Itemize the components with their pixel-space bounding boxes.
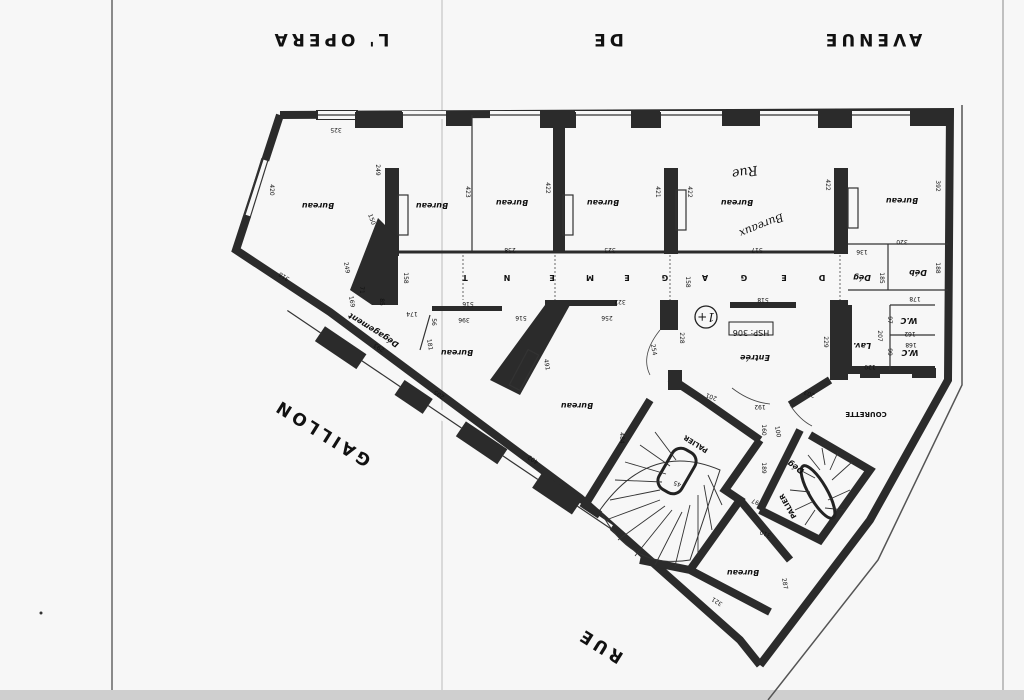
dim: 168 <box>905 341 917 348</box>
corridor-letter: T <box>462 273 468 282</box>
corridor-label: D E G A G E M E N T <box>462 255 841 300</box>
bottom-edge <box>0 690 1024 700</box>
dim: 421 <box>654 186 661 198</box>
dim: 185 <box>878 272 885 284</box>
corridor-letter: E <box>624 273 629 282</box>
dim: 325 <box>330 126 342 133</box>
room-bureau-3: Bureau <box>496 198 529 207</box>
circle-marker: 1+ <box>694 305 718 329</box>
room-bureau-7: Bureau <box>441 348 474 357</box>
dim: 228 <box>678 332 685 344</box>
dim: 150 <box>366 213 377 226</box>
staircase-main <box>599 431 723 567</box>
interior-walls <box>350 112 948 616</box>
room-wc-2: W.C <box>901 348 918 357</box>
dim: 320 <box>896 238 908 245</box>
room-bureau-2: Bureau <box>416 201 449 210</box>
hsp-label: HSP: 306 <box>733 328 769 337</box>
dim: 310 <box>759 528 772 539</box>
dim: 203 <box>803 388 816 399</box>
dim: 158 <box>402 272 409 284</box>
corridor-letter: E <box>781 273 786 282</box>
outer-walls <box>231 105 963 700</box>
dim: 100 <box>773 425 782 438</box>
dim: 201 <box>705 391 718 402</box>
dim: 256 <box>601 314 613 321</box>
dim: 484 <box>618 432 625 444</box>
corridor-letter: E <box>549 273 554 282</box>
dim: 516 <box>515 314 527 321</box>
dim: 136 <box>856 248 868 255</box>
marker-label: 1+ <box>697 310 715 324</box>
dim: 120 <box>864 363 876 370</box>
staircase-service <box>789 447 853 526</box>
room-lav: Lav. <box>853 341 871 350</box>
dim: 85 <box>378 298 385 306</box>
corridor-letter: N <box>504 273 511 282</box>
door-swings <box>646 329 813 427</box>
room-bureau-8: Bureau <box>561 401 594 410</box>
room-bureau-1: Bureau <box>302 201 335 210</box>
room-bureau-4: Bureau <box>587 198 620 207</box>
corridor-letter: G <box>741 273 748 282</box>
dim: 160 <box>760 424 767 436</box>
dim: 169 <box>347 295 356 308</box>
dim: 516 <box>462 300 474 307</box>
dim: 188 <box>934 262 941 274</box>
dim: 518 <box>757 296 769 303</box>
dim: 192 <box>754 403 766 410</box>
dim: 258 <box>504 246 516 253</box>
room-bureau-6: Bureau <box>886 196 919 205</box>
dim: 99 <box>886 348 893 356</box>
street-avenue-left: L' OPERA <box>271 29 390 49</box>
dim: 97 <box>886 316 893 324</box>
dim: 422 <box>544 182 551 194</box>
dim: 162 <box>904 330 916 337</box>
dim: 249 <box>342 261 351 274</box>
dim: 178 <box>909 295 921 302</box>
street-avenue-right: AVENUE <box>822 29 922 49</box>
dim: 174 <box>406 310 418 317</box>
dim: 189 <box>760 462 767 474</box>
dim: 491 <box>542 358 551 371</box>
handwritten-note-2: Rue <box>730 162 759 181</box>
dim: 420 <box>268 184 275 196</box>
corridor-letter: M <box>586 273 594 282</box>
room-bureau-9: Bureau <box>727 568 760 577</box>
dim: 71 <box>358 286 365 294</box>
dim: 392 <box>934 180 941 192</box>
dim: 287 <box>780 577 789 590</box>
dim: 517 <box>751 246 763 253</box>
dim: 423 <box>464 186 471 198</box>
dim: 45 <box>673 479 683 488</box>
corridor-letter: D <box>818 273 825 282</box>
dim: 56 <box>430 318 437 326</box>
room-deb: Déb <box>909 268 927 278</box>
dim: 396 <box>458 316 470 323</box>
room-deg-1: Dég <box>853 273 871 283</box>
dim: 322 <box>614 298 626 305</box>
dim: 249 <box>374 164 381 176</box>
dim: 254 <box>649 343 658 356</box>
dim: 97 <box>751 497 761 506</box>
hsp-box: HSP: 306 <box>728 321 774 337</box>
dim: 323 <box>604 246 616 253</box>
dim: 207 <box>876 330 883 342</box>
dim: 422 <box>824 179 831 191</box>
dim: 181 <box>425 338 434 351</box>
dim: 158 <box>684 276 691 288</box>
room-wc-1: W.C <box>900 316 917 325</box>
corridor-letter: G <box>662 273 669 282</box>
street-avenue-middle: DE <box>590 29 624 49</box>
room-bureau-5: Bureau <box>721 198 754 207</box>
dim: 422 <box>686 186 693 198</box>
scan-speck <box>39 611 43 615</box>
dim: 229 <box>822 336 829 348</box>
room-courette: COURETTE <box>845 410 887 418</box>
room-entree: Entrée <box>740 353 770 363</box>
corridor-letter: A <box>701 273 708 282</box>
